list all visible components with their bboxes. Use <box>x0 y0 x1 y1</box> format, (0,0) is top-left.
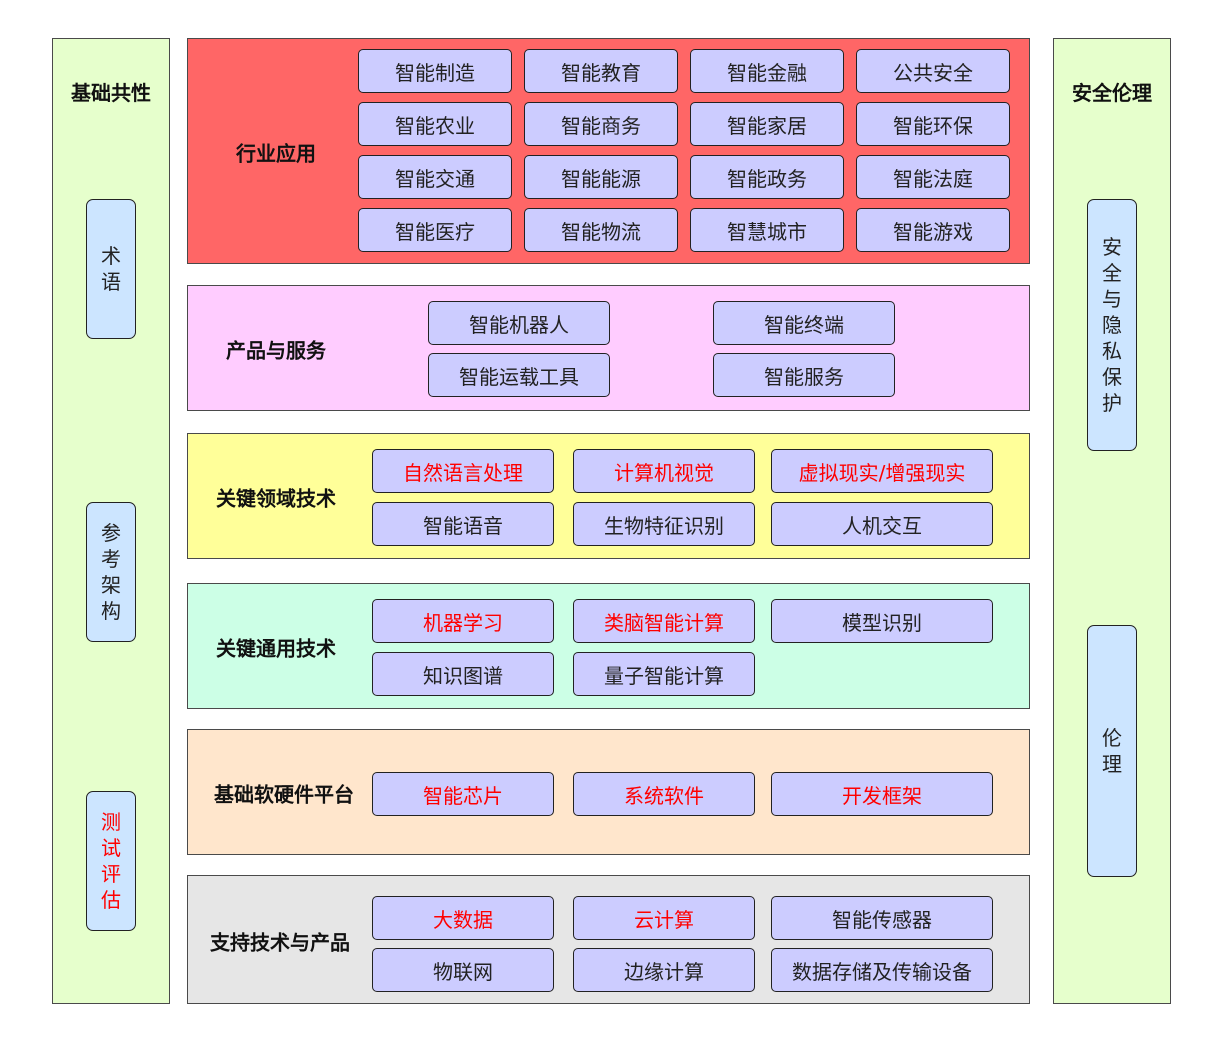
tech-item[interactable]: 虚拟现实/增强现实 <box>771 449 993 493</box>
left-item-reference-architecture[interactable]: 参考架构 <box>86 502 136 642</box>
layer-title: 关键领域技术 <box>216 486 336 511</box>
right-item-security-privacy[interactable]: 安全与隐私保护 <box>1087 199 1137 451</box>
tech-item[interactable]: 智能芯片 <box>372 772 554 816</box>
tech-item[interactable]: 物联网 <box>372 948 554 992</box>
tech-item[interactable]: 智能语音 <box>372 502 554 546</box>
tech-item[interactable]: 智能机器人 <box>428 301 610 345</box>
tech-item[interactable]: 智能服务 <box>713 353 895 397</box>
layer-band-2: 产品与服务 智能机器人 智能终端智能运载工具 智能服务 <box>187 285 1030 411</box>
tech-item[interactable]: 人机交互 <box>771 502 993 546</box>
left-item-label: 测试评估 <box>101 810 121 912</box>
tech-item[interactable]: 计算机视觉 <box>573 449 755 493</box>
tech-item[interactable]: 云计算 <box>573 896 755 940</box>
tech-item[interactable]: 智能交通 <box>358 155 512 199</box>
tech-item[interactable]: 生物特征识别 <box>573 502 755 546</box>
tech-item[interactable]: 大数据 <box>372 896 554 940</box>
tech-item[interactable]: 数据存储及传输设备 <box>771 948 993 992</box>
right-item-label: 伦理 <box>1102 726 1122 776</box>
tech-item[interactable]: 智能能源 <box>524 155 678 199</box>
right-column-title: 安全伦理 <box>1072 81 1152 105</box>
tech-item[interactable]: 智能医疗 <box>358 208 512 252</box>
tech-item[interactable]: 机器学习 <box>372 599 554 643</box>
tech-item[interactable]: 智能物流 <box>524 208 678 252</box>
tech-item[interactable]: 知识图谱 <box>372 652 554 696</box>
tech-item[interactable]: 智能金融 <box>690 49 844 93</box>
left-item-label: 术语 <box>101 244 121 294</box>
tech-item[interactable]: 开发框架 <box>771 772 993 816</box>
tech-item[interactable]: 智慧城市 <box>690 208 844 252</box>
tech-item[interactable]: 系统软件 <box>573 772 755 816</box>
tech-item[interactable]: 智能教育 <box>524 49 678 93</box>
tech-item[interactable]: 类脑智能计算 <box>573 599 755 643</box>
layer-band-1: 行业应用 智能制造智能教育智能金融公共安全智能农业智能商务智能家居智能环保智能交通… <box>187 38 1030 264</box>
right-item-label: 安全与隐私保护 <box>1102 235 1122 415</box>
tech-item[interactable]: 智能游戏 <box>856 208 1010 252</box>
tech-item[interactable]: 智能商务 <box>524 102 678 146</box>
tech-item[interactable]: 智能运载工具 <box>428 353 610 397</box>
tech-item[interactable]: 自然语言处理 <box>372 449 554 493</box>
layer-band-3: 关键领域技术 自然语言处理计算机视觉虚拟现实/增强现实智能语音生物特征识别人机交互 <box>187 433 1030 559</box>
tech-item[interactable]: 边缘计算 <box>573 948 755 992</box>
tech-item[interactable]: 模型识别 <box>771 599 993 643</box>
tech-item[interactable]: 智能终端 <box>713 301 895 345</box>
left-item-terminology[interactable]: 术语 <box>86 199 136 339</box>
left-item-testing-evaluation[interactable]: 测试评估 <box>86 791 136 931</box>
right-item-ethics[interactable]: 伦理 <box>1087 625 1137 877</box>
layer-title: 关键通用技术 <box>216 636 336 661</box>
layer-band-4: 关键通用技术 机器学习类脑智能计算模型识别知识图谱量子智能计算 <box>187 583 1030 709</box>
tech-item[interactable]: 智能家居 <box>690 102 844 146</box>
tech-item[interactable]: 公共安全 <box>856 49 1010 93</box>
layer-title: 支持技术与产品 <box>210 930 350 954</box>
left-item-label: 参考架构 <box>101 521 121 623</box>
tech-item[interactable]: 智能环保 <box>856 102 1010 146</box>
tech-item[interactable]: 智能传感器 <box>771 896 993 940</box>
left-column-title: 基础共性 <box>71 81 151 105</box>
layer-title: 基础软硬件平台 <box>214 782 354 807</box>
layer-band-5: 基础软硬件平台智能芯片系统软件开发框架 <box>187 729 1030 855</box>
tech-item[interactable]: 智能法庭 <box>856 155 1010 199</box>
right-column-panel: 安全伦理 安全与隐私保护 伦理 <box>1053 38 1171 1004</box>
tech-item[interactable]: 量子智能计算 <box>573 652 755 696</box>
tech-item[interactable]: 智能政务 <box>690 155 844 199</box>
layer-title: 产品与服务 <box>226 338 326 363</box>
layer-title: 行业应用 <box>236 141 316 166</box>
tech-item[interactable]: 智能农业 <box>358 102 512 146</box>
tech-item[interactable]: 智能制造 <box>358 49 512 93</box>
left-column-panel: 基础共性 术语 参考架构 测试评估 <box>52 38 170 1004</box>
layer-band-6: 支持技术与产品大数据云计算智能传感器物联网边缘计算数据存储及传输设备 <box>187 875 1030 1004</box>
